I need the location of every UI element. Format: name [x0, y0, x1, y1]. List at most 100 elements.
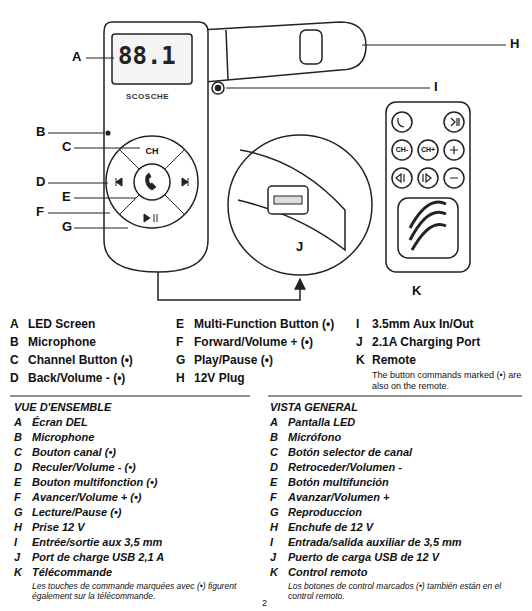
callout-letter: D	[36, 175, 45, 190]
callout-letter: E	[62, 190, 71, 205]
lcd-reading: 88.1	[118, 43, 176, 71]
usb-port	[268, 186, 308, 214]
legend-letter: E	[14, 476, 21, 489]
legend-text: Puerto de carga USB de 12 V	[288, 551, 439, 564]
section-heading: VISTA GENERAL	[270, 401, 358, 414]
legend-letter: H	[270, 521, 278, 534]
legend-note: Les touches de commande marquées avec (•…	[32, 581, 260, 601]
legend-text: Back/Volume - (•)	[28, 372, 125, 386]
legend-letter: A	[14, 416, 22, 429]
section-heading: VUE D'ENSEMBLE	[14, 401, 111, 414]
legend-letter: I	[356, 318, 359, 332]
legend-text: Reproduccion	[288, 506, 362, 519]
plug-contact	[300, 30, 322, 64]
remote-button	[418, 140, 438, 160]
back-icon	[116, 178, 122, 186]
legend-text: Avanzar/Volumen +	[288, 491, 389, 504]
legend-letter: B	[14, 431, 22, 444]
forward-icon	[182, 178, 188, 186]
legend-letter: J	[356, 336, 363, 350]
legend-text: Écran DEL	[32, 416, 88, 429]
legend-letter: K	[356, 354, 365, 368]
callout-letter: C	[62, 140, 71, 155]
usb-slot	[274, 196, 302, 204]
button-label: CH-	[396, 146, 408, 154]
legend-letter: G	[176, 354, 185, 368]
button-label: CH	[146, 146, 159, 156]
legend-letter: C	[10, 354, 19, 368]
pointer-arrow	[158, 272, 300, 300]
legend-text: Remote	[372, 354, 416, 368]
remote-button	[392, 112, 412, 132]
legend-letter: F	[176, 336, 183, 350]
legend-text: Enchufe de 12 V	[288, 521, 373, 534]
legend-text: Microphone	[28, 336, 96, 350]
legend-letter: J	[270, 551, 276, 564]
remote-button	[392, 140, 412, 160]
legend-text: Entrée/sortie aux 3,5 mm	[32, 536, 162, 549]
legend-letter: F	[14, 491, 21, 504]
legend-letter: J	[14, 551, 20, 564]
legend-letter: A	[10, 318, 19, 332]
legend-letter: K	[14, 566, 22, 579]
legend-letter: G	[14, 506, 23, 519]
callout-letter: B	[36, 125, 45, 140]
legend-letter: H	[14, 521, 22, 534]
remote-button	[418, 168, 438, 188]
plug-body	[200, 22, 366, 82]
section-rules	[10, 396, 522, 397]
legend-text: Port de charge USB 2,1 A	[32, 551, 164, 564]
legend-letter: D	[14, 461, 22, 474]
legend-text: Play/Pause (•)	[194, 354, 273, 368]
legend-letter: F	[270, 491, 277, 504]
legend-letter: B	[10, 336, 19, 350]
page-number: 2	[262, 598, 267, 608]
legend-text: LED Screen	[28, 318, 95, 332]
callout-letter: I	[434, 80, 438, 95]
legend-letter: K	[270, 566, 278, 579]
legend-text: Control remoto	[288, 566, 367, 579]
phone-icon	[146, 173, 156, 190]
play-icon	[144, 214, 157, 222]
legend-text: Bouton canal (•)	[32, 446, 116, 459]
legend-letter: E	[176, 318, 184, 332]
ring-dividers	[119, 149, 185, 215]
aux-port-hole	[216, 86, 221, 91]
zoomed-device-edge	[238, 150, 345, 250]
callout-letter: J	[296, 240, 303, 255]
plug-collar	[226, 30, 228, 80]
callout-letter: A	[72, 50, 81, 65]
button-label: CH+	[421, 146, 435, 154]
remote-button	[392, 168, 412, 188]
legend-text: Reculer/Volume - (•)	[32, 461, 136, 474]
legend-letter: G	[270, 506, 279, 519]
legend-letter: C	[270, 446, 278, 459]
remote-button	[444, 112, 464, 132]
legend-letter: D	[270, 461, 278, 474]
legend-text: Avancer/Volume + (•)	[32, 491, 142, 504]
aux-port	[212, 82, 224, 94]
legend-text: Microphone	[32, 431, 94, 444]
remote-body	[386, 102, 470, 272]
legend-letter: H	[176, 372, 185, 386]
legend-text: Micrófono	[288, 431, 341, 444]
legend-text: Multi-Function Button (•)	[194, 318, 334, 332]
callout-letter: F	[36, 205, 44, 220]
multi-function-button	[134, 164, 170, 200]
callout-letter: K	[412, 284, 421, 299]
device-body	[104, 22, 208, 272]
legend-letter: B	[270, 431, 278, 444]
legend-text: Entrada/salida auxiliar de 3,5 mm	[288, 536, 462, 549]
legend-text: Botón selector de canal	[288, 446, 412, 459]
legend-text: Channel Button (•)	[28, 354, 133, 368]
microphone-hole	[106, 131, 110, 135]
legend-text: Télécommande	[32, 566, 112, 579]
legend-note: The button commands marked (•) are also …	[372, 370, 524, 392]
legend-text: Botón multifunción	[288, 476, 389, 489]
legend-text: 2.1A Charging Port	[372, 336, 480, 350]
remote-logo-pad	[398, 198, 458, 258]
legend-letter: E	[270, 476, 277, 489]
magnifier	[228, 135, 372, 275]
